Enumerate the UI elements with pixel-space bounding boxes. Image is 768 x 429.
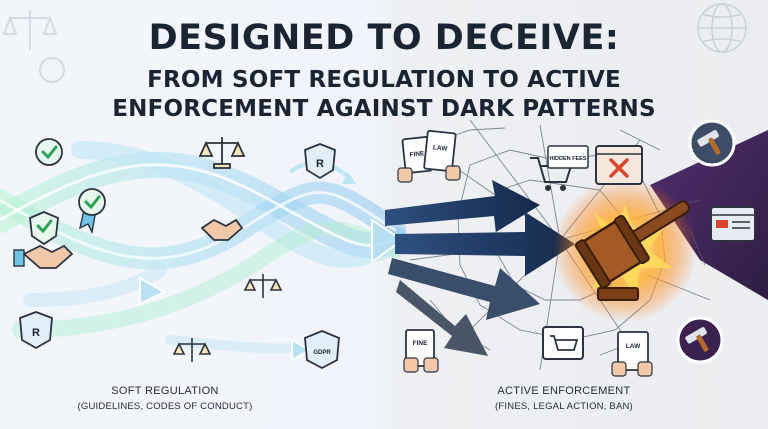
award-ribbon-icon bbox=[78, 188, 106, 235]
gdpr-label: GDPR bbox=[313, 350, 331, 356]
hidden-fees-label: HIDDEN FEES bbox=[550, 156, 587, 162]
law-document-icon bbox=[611, 331, 653, 377]
hammer-icon bbox=[688, 119, 736, 167]
enforcement-arrows bbox=[385, 180, 575, 356]
browser-window-icon bbox=[710, 206, 756, 242]
hammer-icon bbox=[676, 316, 724, 364]
hidden-fees-cart-icon bbox=[530, 145, 589, 191]
gavel-block bbox=[597, 287, 639, 301]
registered-label-left: R bbox=[32, 327, 40, 339]
fine-document-icon bbox=[403, 329, 439, 373]
law-document-icon bbox=[423, 129, 461, 181]
subtitle-line-2: ENFORCEMENT AGAINST DARK PATTERNS bbox=[0, 96, 768, 122]
subtitle-line-1: FROM SOFT REGULATION TO ACTIVE bbox=[147, 67, 621, 93]
soft-regulation-detail: (GUIDELINES, CODES OF CONDUCT) bbox=[77, 401, 253, 412]
soft-regulation-label: SOFT REGULATION bbox=[111, 385, 219, 397]
subtitle-enforcement: ENFORCEMENT bbox=[112, 96, 309, 122]
check-badge-icon bbox=[29, 211, 59, 246]
check-badge-icon bbox=[35, 138, 63, 166]
registered-label-top: R bbox=[316, 158, 324, 170]
law-label: LAW bbox=[433, 144, 449, 153]
soft-regulation-caption: SOFT REGULATION (GUIDELINES, CODES OF CO… bbox=[50, 385, 280, 412]
globe-icon bbox=[697, 3, 747, 53]
soft-arrowheads bbox=[139, 218, 404, 362]
registered-shield-icon bbox=[19, 311, 53, 350]
fine-label-bottom: FINE bbox=[413, 340, 428, 347]
active-enforcement-label: ACTIVE ENFORCEMENT bbox=[497, 385, 631, 397]
scales-icon bbox=[198, 137, 246, 169]
shopping-cart-icon bbox=[542, 326, 584, 360]
scales-icon bbox=[243, 274, 283, 298]
gdpr-shield-icon bbox=[304, 330, 340, 370]
gavel-icon bbox=[574, 200, 691, 289]
enforcement-dark-panel bbox=[650, 130, 768, 300]
law-label-bottom: LAW bbox=[626, 343, 641, 350]
subtitle-dark-patterns: AGAINST DARK PATTERNS bbox=[316, 96, 656, 122]
blocked-window-icon bbox=[595, 145, 643, 185]
handshake-icon bbox=[200, 218, 244, 241]
scales-icon bbox=[172, 338, 212, 362]
active-enforcement-caption: ACTIVE ENFORCEMENT (FINES, LEGAL ACTION,… bbox=[464, 385, 664, 412]
active-enforcement-detail: (FINES, LEGAL ACTION, BAN) bbox=[495, 401, 633, 412]
fine-label: FINE bbox=[409, 150, 425, 159]
handshake-icon bbox=[13, 244, 74, 269]
page-title: DESIGNED TO DECEIVE: bbox=[148, 18, 620, 58]
top-left-scales-watermark bbox=[2, 10, 65, 83]
registered-shield-icon bbox=[304, 143, 336, 180]
